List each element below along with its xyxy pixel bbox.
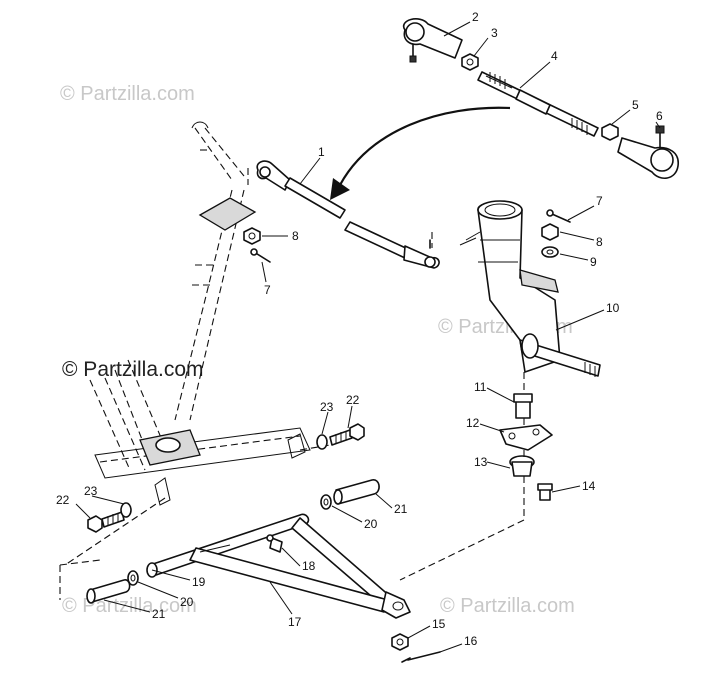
washer-right [541, 246, 559, 258]
ball-joint-13 [509, 455, 535, 477]
callout-14: 14 [582, 479, 596, 493]
callout-23-left: 23 [84, 484, 98, 498]
tie-rod-end-right [617, 125, 679, 179]
plate-12 [499, 424, 553, 451]
callout-18: 18 [302, 559, 316, 573]
frame-ghost [89, 121, 311, 506]
bolt-14 [537, 483, 553, 501]
callout-1: 1 [318, 145, 325, 159]
assembly-arrow [330, 106, 511, 200]
callout-19: 19 [192, 575, 206, 589]
callout-20-top: 20 [364, 517, 378, 531]
callout-15: 15 [432, 617, 446, 631]
assembly-guide-lines [59, 372, 525, 600]
bolt-22-left [87, 511, 125, 533]
nut-left [243, 227, 261, 245]
callout-9: 9 [590, 255, 597, 269]
washer-20-top [320, 494, 332, 510]
callout-7-left: 7 [264, 283, 271, 297]
callout-20-bottom: 20 [180, 595, 194, 609]
washer-23-right [316, 434, 328, 450]
watermark-bottom-left: © Partzilla.com [62, 595, 197, 617]
a-arm [146, 513, 411, 619]
bushing-21-bottom [86, 579, 131, 604]
bolt-11 [513, 393, 533, 419]
adjuster-rod [477, 71, 599, 137]
watermark-bottom-right: © Partzilla.com [440, 595, 575, 617]
callout-12: 12 [466, 416, 480, 430]
nut-15 [391, 633, 409, 651]
callout-7-right: 7 [596, 194, 603, 208]
callout-21-top: 21 [394, 502, 408, 516]
callout-21-bottom: 21 [152, 607, 166, 621]
callout-13: 13 [474, 455, 488, 469]
leader-lines [75, 21, 661, 653]
callout-23-right: 23 [320, 400, 334, 414]
washer-23-left [120, 502, 132, 518]
nut-right [541, 223, 559, 241]
grease-fitting-18 [266, 534, 283, 553]
spindle [459, 200, 601, 377]
callout-6: 6 [656, 109, 663, 123]
tie-rod-end-left [402, 18, 463, 63]
cotter-pin-left [250, 248, 271, 263]
callout-8-right: 8 [596, 235, 603, 249]
watermark-top-left: © Partzilla.com [60, 83, 195, 105]
callout-numbers: 2 3 4 5 6 1 7 8 9 10 8 7 11 12 13 14 23 … [56, 10, 663, 648]
bolt-22-right [329, 423, 365, 446]
callout-22-left: 22 [56, 493, 70, 507]
bushing-21-top [333, 479, 380, 505]
callout-2: 2 [472, 10, 479, 24]
cotter-pin-right [546, 209, 571, 223]
jam-nut-left [461, 53, 479, 71]
callout-10: 10 [606, 301, 620, 315]
watermark-center-left: © Partzilla.com [62, 358, 204, 381]
callout-11: 11 [474, 380, 487, 394]
washer-20-bottom [127, 570, 139, 586]
tie-rod-assembly [247, 160, 440, 269]
callout-8-left: 8 [292, 229, 299, 243]
callout-17: 17 [288, 615, 302, 629]
cotter-pin-16 [401, 651, 441, 663]
callout-4: 4 [551, 49, 558, 63]
jam-nut-right [601, 123, 619, 141]
callout-3: 3 [491, 26, 498, 40]
callout-16: 16 [464, 634, 478, 648]
callout-22-right: 22 [346, 393, 360, 407]
callout-5: 5 [632, 98, 639, 112]
